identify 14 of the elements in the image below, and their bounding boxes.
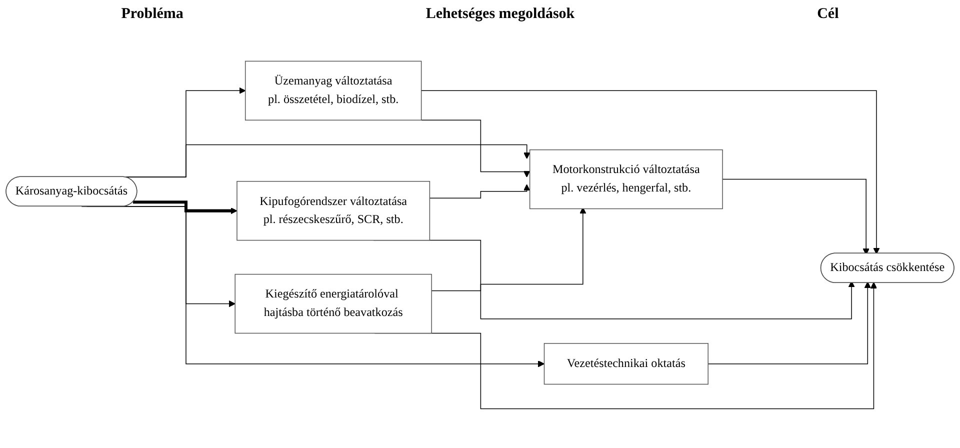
node-box: Vezetéstechnikai oktatás bbox=[544, 343, 708, 385]
arrow bbox=[431, 207, 586, 292]
column-heading: Cél bbox=[817, 6, 839, 22]
node-box: Kipufogórendszer változtatása pl. részecskeszűrő, SCR, stb. bbox=[236, 180, 430, 241]
arrow bbox=[722, 178, 870, 255]
column-heading: Probléma bbox=[121, 6, 184, 22]
node-box: Motorkonstrukció változtatása pl. vezérlés, hengerfal, stb. bbox=[529, 149, 723, 210]
node-box: Kiegészítő energiatárolóval hajtásba történő beavatkozás bbox=[234, 274, 432, 334]
node-box: Üzemanyag változtatása pl. összetétel, biodízel, stb. bbox=[244, 60, 422, 121]
arrow bbox=[132, 200, 238, 214]
arrow bbox=[420, 90, 880, 254]
arrow bbox=[429, 184, 530, 198]
arrow bbox=[708, 282, 871, 364]
column-heading: Lehetséges megoldások bbox=[426, 6, 575, 22]
